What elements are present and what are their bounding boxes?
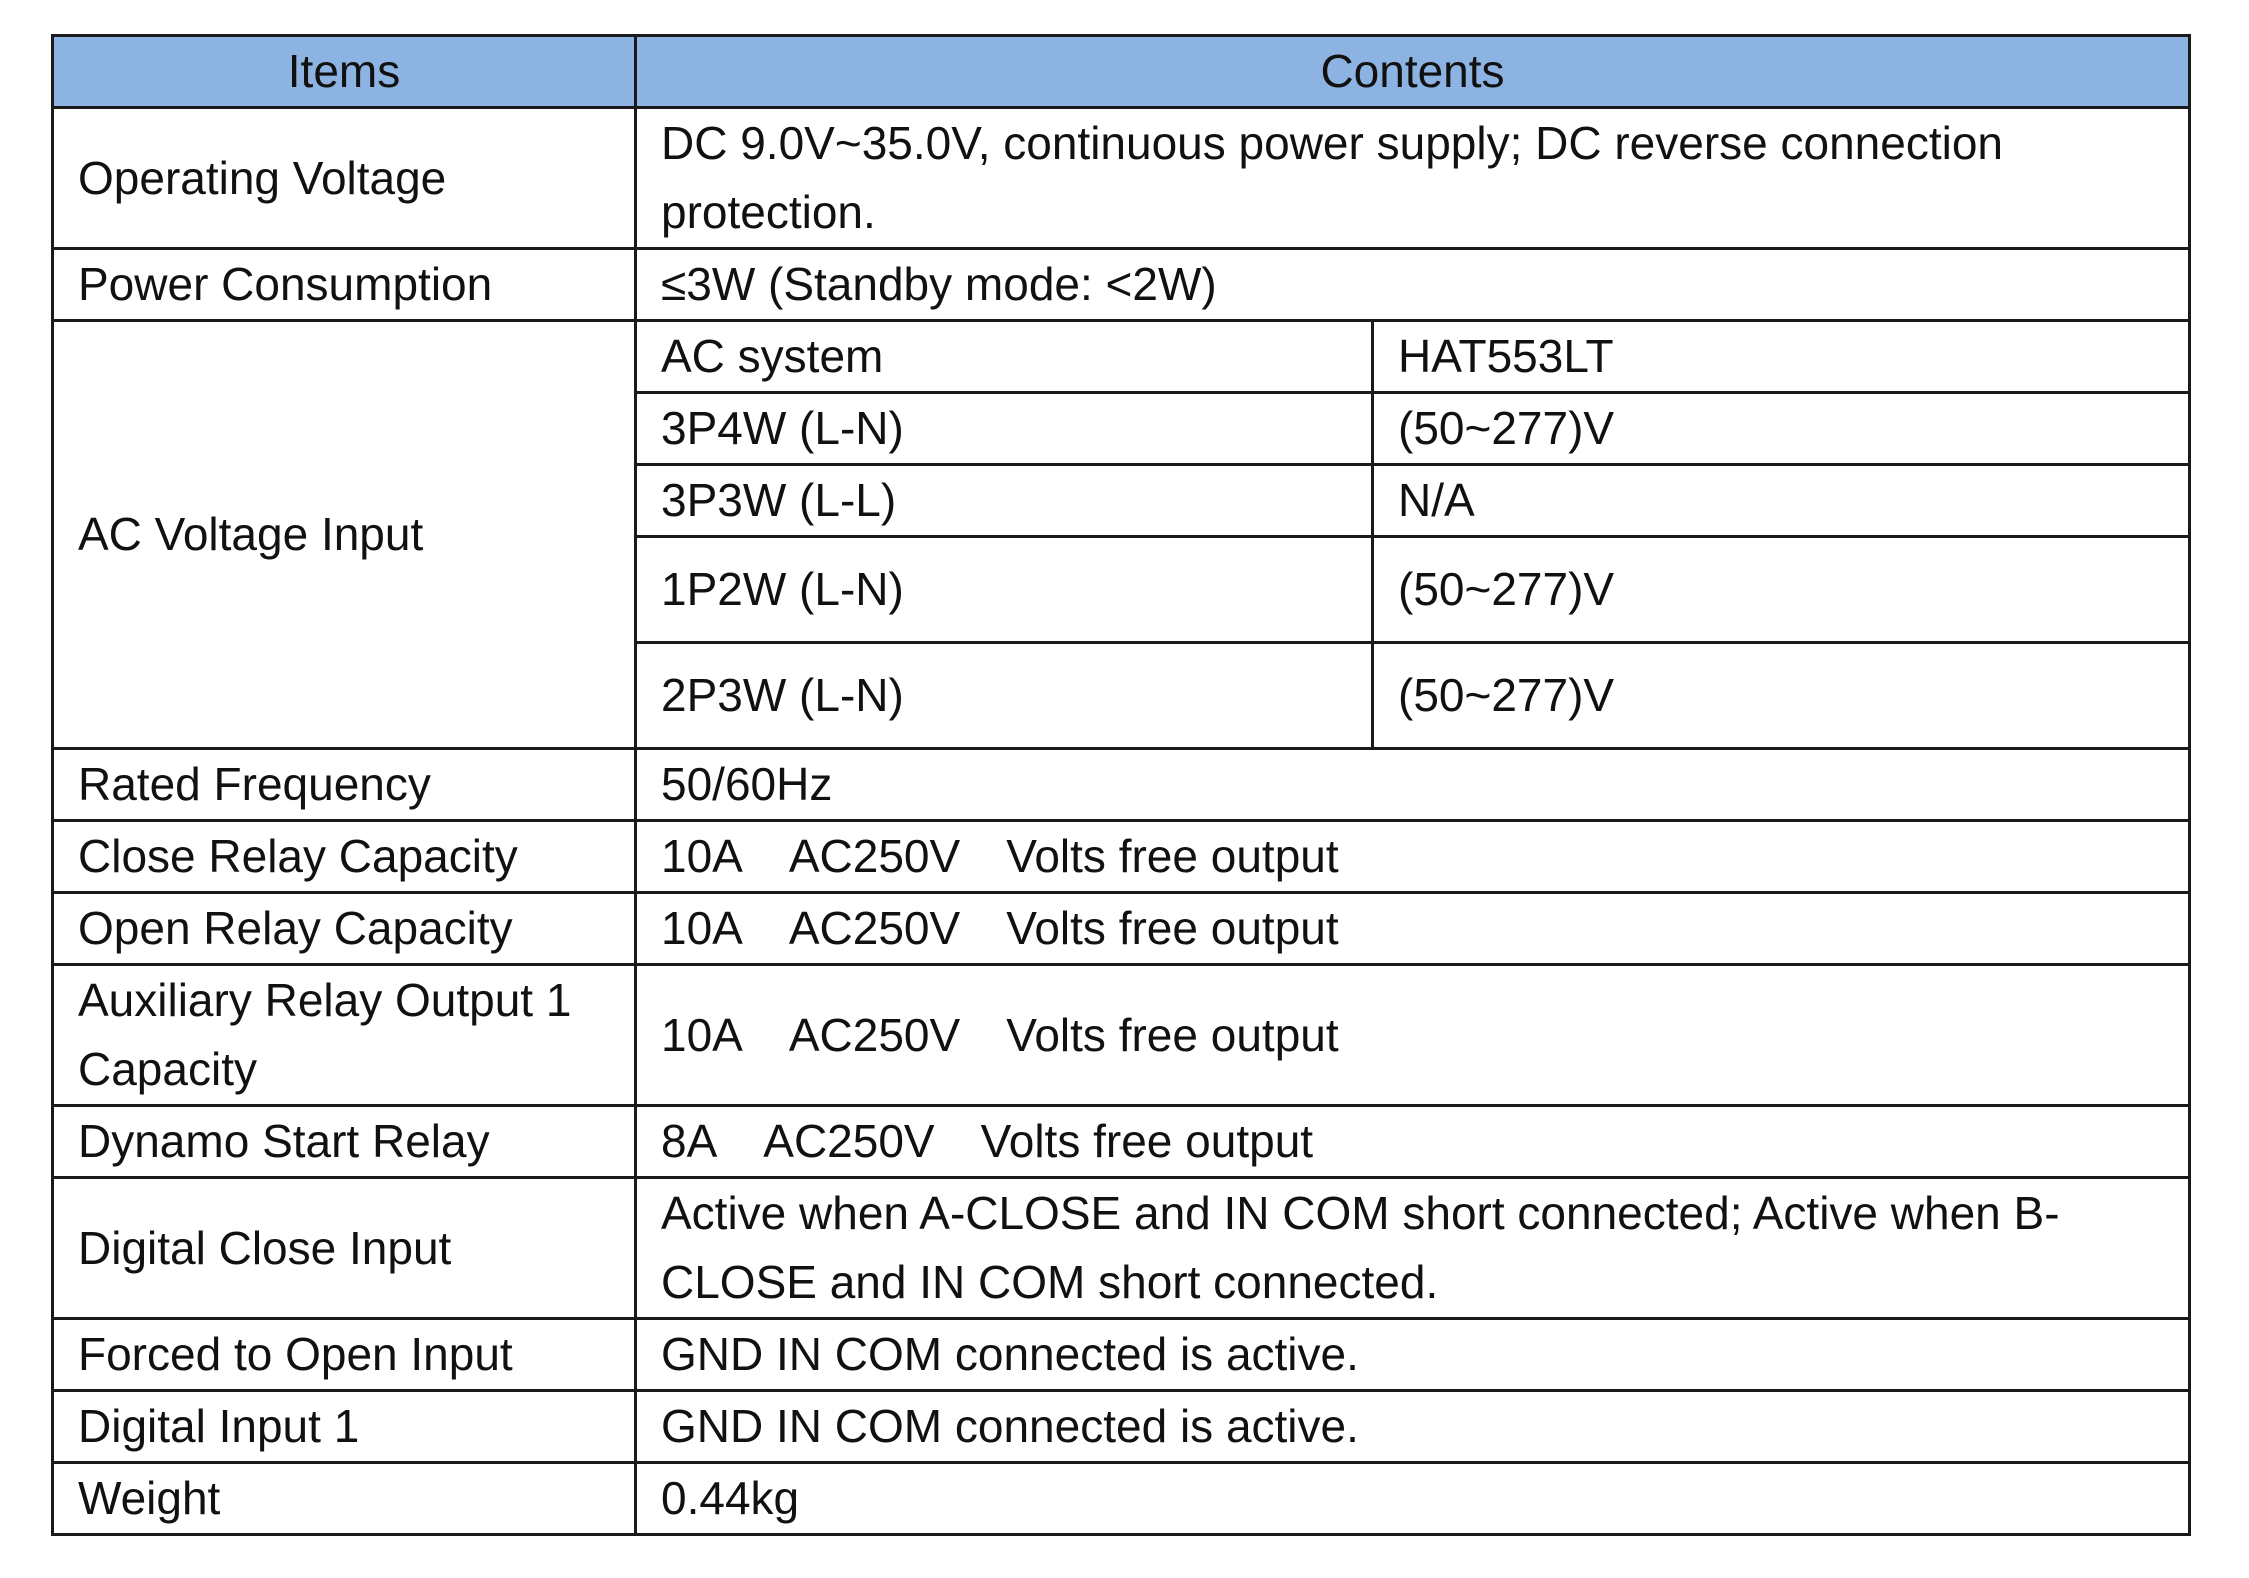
relay-output: Volts free output [980,1115,1314,1167]
ac-system-label: 3P3W (L-L) [634,463,1374,538]
relay-voltage: AC250V [788,902,961,954]
relay-output: Volts free output [1006,902,1339,954]
table-row-aux-relay: Auxiliary Relay Output 1 Capacity 10A AC2… [51,963,2191,1107]
table-row-forced-open: Forced to Open Input GND IN COM connecte… [51,1317,2191,1392]
ac-system-label: 2P3W (L-N) [634,641,1374,750]
relay-current: 8A [661,1115,718,1167]
specification-table: Items Contents Operating Voltage DC 9.0V… [51,34,2191,1536]
relay-voltage: AC250V [763,1115,935,1167]
item-label: Forced to Open Input [51,1317,637,1392]
item-content: 8A AC250V Volts free output [634,1104,2191,1179]
item-label: Power Consumption [51,247,637,322]
ac-system-label: 1P2W (L-N) [634,535,1374,644]
table-row-power-consumption: Power Consumption ≤3W (Standby mode: <2W… [51,247,2191,322]
table-row-operating-voltage: Operating Voltage DC 9.0V~35.0V, continu… [51,106,2191,250]
item-content: 10A AC250V Volts free output [634,963,2191,1107]
table-row-rated-frequency: Rated Frequency 50/60Hz [51,747,2191,822]
item-label: Dynamo Start Relay [51,1104,637,1179]
table-row-ac-3p3w: 3P3W (L-L) N/A [53,463,2191,538]
item-content: 10A AC250V Volts free output [634,891,2191,966]
item-content: 0.44kg [634,1461,2191,1536]
item-label: Digital Input 1 [51,1389,637,1464]
table-row-digital-input-1: Digital Input 1 GND IN COM connected is … [51,1389,2191,1464]
item-label: Open Relay Capacity [51,891,637,966]
table-row-digital-close: Digital Close Input Active when A-CLOSE … [51,1176,2191,1320]
item-content: ≤3W (Standby mode: <2W) [634,247,2191,322]
header-contents: Contents [634,34,2191,109]
relay-output: Volts free output [1006,830,1339,882]
table-row-weight: Weight 0.44kg [51,1461,2191,1536]
relay-voltage: AC250V [788,1008,961,1061]
table-row-close-relay: Close Relay Capacity 10A AC250V Volts free… [51,819,2191,894]
ac-system-label: AC system [634,319,1374,394]
ac-system-label: 3P4W (L-N) [634,391,1374,466]
table-row-ac-1p2w: 1P2W (L-N) (50~277)V [53,535,2191,644]
item-label: Rated Frequency [51,747,637,822]
item-label: Operating Voltage [51,106,637,250]
relay-current: 10A [661,902,743,954]
item-content: GND IN COM connected is active. [634,1389,2191,1464]
item-content: 10A AC250V Volts free output [634,819,2191,894]
relay-voltage: AC250V [788,830,961,882]
relay-current: 10A [661,1008,743,1061]
table-row-dynamo-relay: Dynamo Start Relay 8A AC250V Volts free ou… [51,1104,2191,1179]
item-content: GND IN COM connected is active. [634,1317,2191,1392]
ac-system-value: HAT553LT [1371,319,2191,394]
item-label: Digital Close Input [51,1176,637,1320]
header-items: Items [51,34,637,109]
table-header-row: Items Contents [51,34,2191,109]
item-label: Close Relay Capacity [51,819,637,894]
item-label: Auxiliary Relay Output 1 Capacity [51,963,637,1107]
item-content: Active when A-CLOSE and IN COM short con… [634,1176,2191,1320]
ac-system-value: N/A [1371,463,2191,538]
table-row-open-relay: Open Relay Capacity 10A AC250V Volts free … [51,891,2191,966]
ac-system-value: (50~277)V [1371,391,2191,466]
relay-output: Volts free output [1006,1008,1339,1061]
table-row-ac-voltage-input: AC Voltage Input AC system HAT553LT [51,319,2191,750]
relay-current: 10A [661,830,743,882]
ac-system-value: (50~277)V [1371,641,2191,750]
item-label: Weight [51,1461,637,1536]
table-row-ac-2p3w: 2P3W (L-N) (50~277)V [53,641,2191,750]
item-content: 50/60Hz [634,747,2191,822]
ac-system-value: (50~277)V [1371,535,2191,644]
item-label: AC Voltage Input [51,319,637,750]
table-row-ac-3p4w: 3P4W (L-N) (50~277)V [53,391,2191,466]
item-content: DC 9.0V~35.0V, continuous power supply; … [634,106,2191,250]
